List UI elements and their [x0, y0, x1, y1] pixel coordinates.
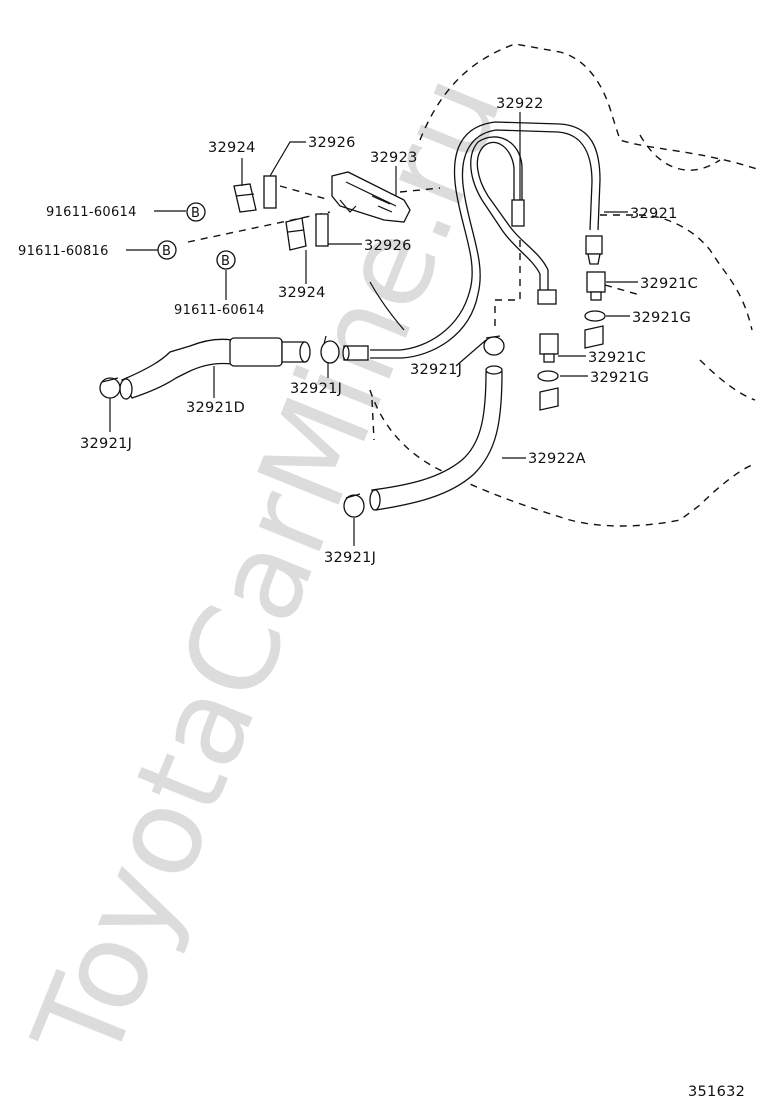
svg-text:B: B [162, 244, 171, 259]
clamp-32921J-mid [320, 335, 369, 364]
hose-32921D [119, 337, 311, 400]
label-91611-60614-c: 91611-60614 [174, 303, 265, 318]
label-32921J-center: 32921J [410, 362, 462, 378]
label-32921J-mid: 32921J [290, 381, 342, 397]
clamp-32921J-left [99, 377, 121, 399]
label-91611-60614-a: 91611-60614 [46, 205, 137, 220]
label-32921J-bottom: 32921J [324, 550, 376, 566]
clip-32924-top [233, 183, 257, 213]
label-32924-top: 32924 [208, 140, 256, 156]
o-ring-32921G-a [584, 310, 606, 349]
metal-pipe-32921 [370, 121, 603, 359]
leader-lines [109, 112, 638, 546]
label-32921: 32921 [630, 206, 678, 222]
bolt-b-icon-c: B [216, 250, 236, 270]
svg-text:B: B [191, 206, 200, 221]
clamp-32921J-center [483, 335, 505, 356]
label-91611-60816: 91611-60816 [18, 244, 109, 259]
label-32922: 32922 [496, 96, 544, 112]
label-32921C-b: 32921C [588, 350, 646, 366]
sleeve-32926-top [263, 175, 277, 209]
label-32921G-b: 32921G [590, 370, 649, 386]
hose-32922A [369, 365, 503, 511]
label-32924-mid: 32924 [278, 285, 326, 301]
bolt-b-icon-a: B [186, 202, 206, 222]
guide-lines [187, 185, 521, 330]
label-32922A: 32922A [528, 451, 586, 467]
o-ring-32921G-b [537, 370, 559, 411]
label-32923: 32923 [370, 150, 418, 166]
bolt-b-icon-b: B [157, 240, 177, 260]
label-32921C-a: 32921C [640, 276, 698, 292]
metal-pipe-32922 [470, 136, 557, 305]
part-labels: 32922 32921 32921C 32921G 32921C 32921G … [18, 96, 745, 1100]
clamp-32921J-bottom [343, 493, 365, 518]
label-32921J-left: 32921J [80, 436, 132, 452]
transmission-outline [369, 43, 760, 527]
fitting-32921C-b [539, 333, 559, 363]
bracket-32923 [331, 171, 411, 223]
clip-32924-mid [285, 217, 307, 251]
label-32926-top: 32926 [308, 135, 356, 151]
fitting-32921C-a [586, 271, 606, 301]
sleeve-32926-mid [315, 213, 329, 247]
svg-text:B: B [221, 254, 230, 269]
diagram-number: 351632 [688, 1084, 745, 1100]
label-32926-mid: 32926 [364, 238, 412, 254]
label-32921G-a: 32921G [632, 310, 691, 326]
label-32921D: 32921D [186, 400, 245, 416]
